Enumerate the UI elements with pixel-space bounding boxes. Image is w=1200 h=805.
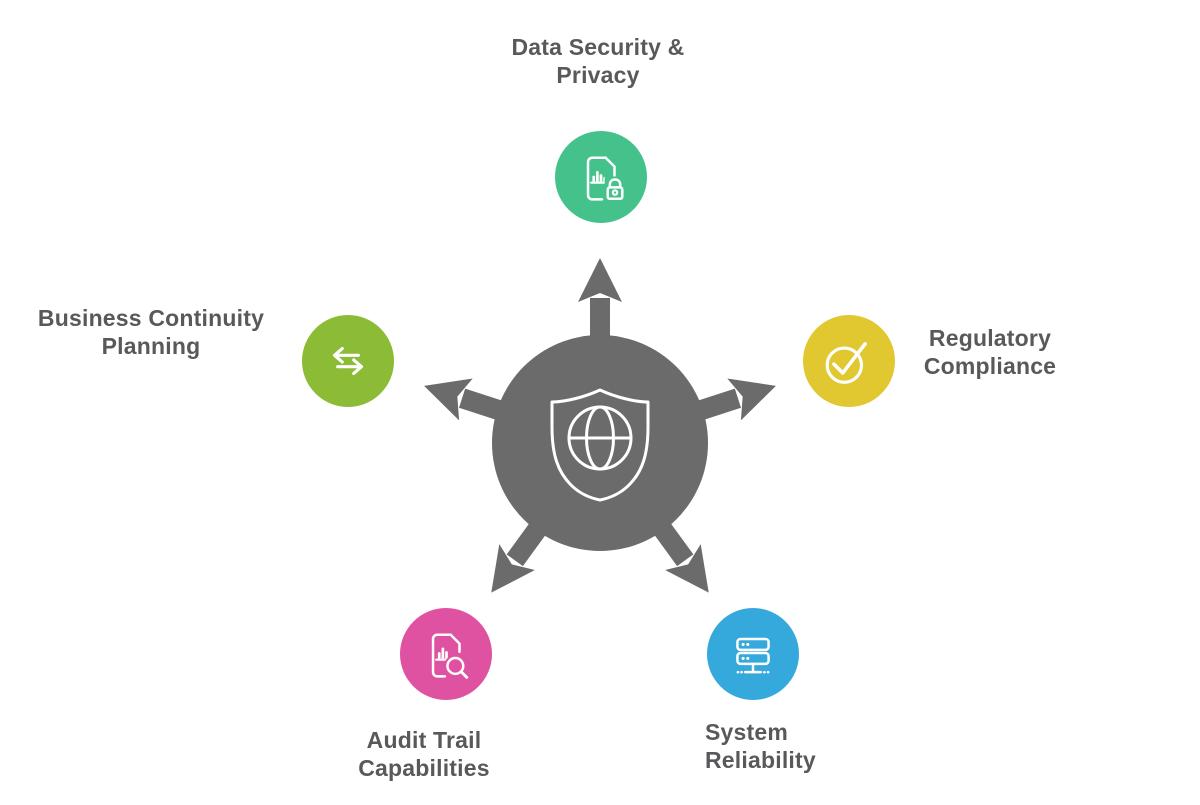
label-line: Audit Trail — [366, 727, 482, 753]
hub-graphic — [424, 258, 776, 593]
node-data-security — [555, 131, 647, 223]
node-system-reliability — [707, 608, 799, 700]
document-lock-icon — [586, 156, 626, 202]
central-hub — [390, 233, 810, 653]
label-line: Privacy — [556, 62, 640, 88]
hub-circle — [492, 335, 708, 551]
label-line: Capabilities — [358, 755, 490, 781]
label-line: Regulatory — [928, 325, 1052, 351]
transfer-arrows-icon — [332, 346, 364, 376]
label-line: Reliability — [705, 747, 816, 773]
node-audit-trail — [400, 608, 492, 700]
shield-globe-icon — [550, 388, 650, 502]
check-circle-icon — [825, 342, 867, 384]
label-system-reliability: System Reliability — [705, 718, 925, 774]
label-line: Business Continuity — [37, 305, 265, 331]
label-data-security: Data Security & Privacy — [438, 33, 758, 89]
label-regulatory-compliance: Regulatory Compliance — [880, 324, 1100, 380]
server-rack-icon — [736, 637, 770, 674]
label-business-continuity: Business Continuity Planning — [0, 304, 302, 360]
label-line: Planning — [101, 333, 201, 359]
node-business-continuity — [302, 315, 394, 407]
label-audit-trail: Audit Trail Capabilities — [274, 726, 574, 782]
label-line: Compliance — [923, 353, 1057, 379]
label-line: System — [705, 719, 789, 745]
node-regulatory-compliance — [803, 315, 895, 407]
label-line: Data Security & — [511, 34, 685, 60]
document-search-icon — [431, 633, 469, 679]
